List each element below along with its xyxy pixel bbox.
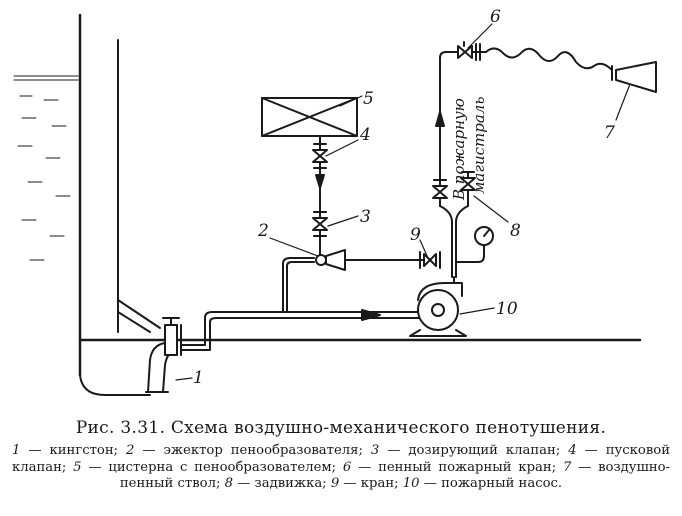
legend-text: — задвижка; (232, 476, 331, 491)
label-3: 3 (360, 207, 371, 227)
vertical-label-fire-main-1: В пожарную (450, 98, 468, 201)
discharge-riser (451, 221, 485, 278)
legend-text: — пусковой клапан; (12, 443, 670, 475)
vertical-label-fire-main-2: магистраль (470, 96, 488, 194)
label-5: 5 (363, 89, 374, 109)
label-6: 6 (490, 7, 501, 27)
legend-number: 9 (330, 476, 340, 491)
legend-text: — кран; (339, 476, 403, 491)
legend-number: 10 (402, 476, 420, 491)
figure-caption-title: Рис. 3.31. Схема воздушно-механического … (75, 418, 607, 438)
legend-number: 5 (73, 459, 82, 475)
cock-valve-9 (419, 251, 441, 269)
legend-text: — дозирующий клапан; (379, 443, 569, 458)
gate-valve-left (432, 179, 448, 199)
legend-number: 8 (224, 476, 233, 491)
fire-pump (409, 276, 467, 337)
legend-text: — эжектор пенообразователя; (134, 443, 371, 458)
legend-text: — воздушно-пенный ствол; (119, 459, 671, 492)
label-10: 10 (496, 299, 518, 319)
fire-hose (485, 47, 613, 71)
legend-number: 1 (12, 443, 21, 458)
figure-caption-legend: 1 — кингстон; 2 — эжектор пенообразовате… (12, 443, 670, 493)
air-foam-nozzle (611, 61, 657, 93)
suction-pipe (180, 311, 421, 351)
label-1: 1 (193, 368, 204, 388)
ejector-feed-pipe (282, 257, 315, 313)
water-level (13, 75, 79, 261)
legend-number: 3 (370, 443, 380, 458)
gate-valve-right (460, 171, 476, 191)
legend-text: — кингстон; (20, 443, 127, 458)
kingston-valve (145, 317, 182, 393)
dosing-valve (312, 211, 328, 237)
legend-number: 2 (126, 443, 135, 458)
foam-ejector (315, 249, 426, 271)
foam-system-diagram: 1 2 3 4 5 6 7 8 9 10 В пожарную магистра… (13, 7, 657, 396)
legend-text: — пожарный насос. (419, 476, 563, 491)
pressure-gauge (474, 226, 494, 246)
label-7: 7 (604, 123, 615, 143)
legend-text: — пенный пожарный кран; (351, 459, 563, 475)
flow-arrow-suction (361, 309, 381, 321)
foam-fire-hydrant (457, 41, 487, 61)
label-8: 8 (510, 221, 521, 241)
legend-text: — цистерна с пенообразователем; (81, 459, 343, 475)
legend-number: 4 (568, 443, 577, 458)
label-4: 4 (359, 125, 371, 145)
legend-number: 6 (342, 459, 352, 475)
label-2: 2 (257, 221, 269, 241)
start-valve (312, 143, 328, 169)
legend-number: 7 (562, 459, 572, 475)
label-9: 9 (410, 225, 421, 245)
leader-lines (175, 23, 631, 381)
foam-concentrate-tank (261, 97, 358, 137)
